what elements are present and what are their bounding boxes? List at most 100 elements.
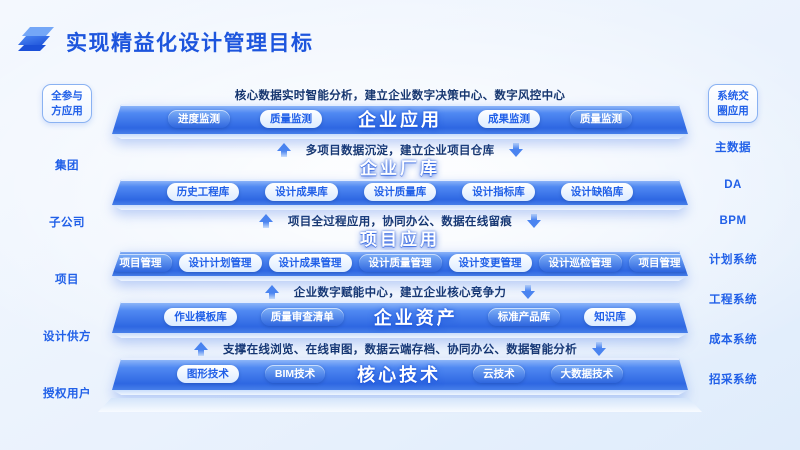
- down-arrow-icon: [526, 214, 542, 228]
- sidebar-item-right: 计划系统: [709, 254, 757, 267]
- sidebar-item-left: 子公司: [49, 217, 85, 230]
- layer-caption: 企业数字赋能中心，建立企业核心竞争力: [293, 287, 507, 299]
- sidebar-item-right: 工程系统: [709, 294, 757, 307]
- up-arrow-icon: [258, 214, 274, 228]
- left-rail-badge-line2: 方应用: [51, 104, 83, 117]
- pill: BIM技术: [264, 365, 326, 383]
- pill: 设计指标库: [462, 183, 535, 201]
- layer-caption: 支撑在线浏览、在线审图，数据云端存档、协同办公、数据智能分析: [223, 344, 577, 356]
- pill: 知识库: [584, 308, 636, 326]
- left-rail-badge: 全参与 方应用: [42, 84, 92, 124]
- base-platform: [98, 398, 702, 412]
- pill: 项目管理: [628, 254, 688, 272]
- up-arrow-icon: [193, 342, 209, 356]
- pill-row: 作业模板库质量审查清单企业资产标准产品库知识库: [164, 301, 636, 333]
- layer-caption-row: 支撑在线浏览、在线审图，数据云端存档、协同办公、数据智能分析: [112, 341, 688, 357]
- pill: 质量审查清单: [260, 308, 344, 326]
- pill: 成果监测: [478, 110, 540, 128]
- pill: 设计巡检管理: [538, 254, 622, 272]
- arrow-tail: [531, 214, 538, 220]
- page-title: 实现精益化设计管理目标: [66, 31, 314, 55]
- layer-title: 企业厂库: [360, 159, 440, 178]
- arrow-head: [276, 143, 291, 151]
- arrow-head: [258, 214, 273, 222]
- layer-caption: 多项目数据沉淀，建立企业项目仓库: [305, 145, 495, 157]
- platform-band: 作业模板库质量审查清单企业资产标准产品库知识库: [112, 301, 688, 333]
- pill-row: 历史工程库 设计成果库 设计质量库 设计指标库 设计缺陷库: [166, 183, 634, 201]
- pill: 设计成果库: [265, 183, 338, 201]
- pill: 设计变更管理: [448, 254, 532, 272]
- up-arrow-icon: [276, 143, 292, 157]
- layer-caption-row: 多项目数据沉淀，建立企业项目仓库: [112, 142, 688, 158]
- arrow-tail: [513, 143, 520, 149]
- layer-title: 企业应用: [358, 110, 442, 130]
- arrow-head: [521, 291, 536, 299]
- sidebar-item-right: 招采系统: [709, 374, 757, 387]
- layer-title: 项目应用: [360, 230, 440, 249]
- platform-edge: [112, 205, 688, 210]
- layer-title: 企业资产: [373, 308, 458, 328]
- arrow-tail: [280, 151, 287, 157]
- pill: 设计质量库: [363, 183, 437, 201]
- arrow-tail: [262, 222, 269, 228]
- up-arrow-icon: [264, 285, 280, 299]
- layer-platform: 进度监测 质量监测 企业应用 成果监测 质量监测: [112, 104, 688, 139]
- sidebar-item-left: 授权用户: [43, 388, 91, 401]
- layer-caption-row: 企业数字赋能中心，建立企业核心竞争力: [112, 284, 688, 300]
- pill: 进度监测: [168, 110, 230, 128]
- pill: 设计成果管理: [268, 254, 352, 272]
- left-rail-items: 集团子公司项目设计供方授权用户: [43, 157, 91, 401]
- pill: 项目管理: [112, 254, 172, 272]
- layer-caption-row: 核心数据实时智能分析，建立企业数字决策中心、数字风控中心: [112, 87, 688, 103]
- right-rail-badge-line2: 圈应用: [717, 104, 749, 117]
- platform-edge: [112, 134, 688, 139]
- down-arrow-icon: [591, 342, 607, 356]
- sidebar-item-left: 集团: [55, 160, 79, 173]
- platform-band: 历史工程库 设计成果库 设计质量库 设计指标库 设计缺陷库: [112, 179, 688, 205]
- layer-caption: 项目全过程应用，协同办公、数据在线留痕: [287, 216, 513, 228]
- sidebar-item-left: 设计供方: [43, 331, 91, 344]
- right-rail-badge-line1: 系统交: [717, 90, 749, 102]
- sidebar-item-right: BPM: [719, 215, 747, 228]
- arrow-head: [194, 342, 208, 350]
- layer-caption-row: 项目全过程应用，协同办公、数据在线留痕: [112, 213, 688, 229]
- arrow-head: [509, 149, 524, 157]
- sidebar-item-right: 主数据: [715, 142, 751, 155]
- pill: 云技术: [473, 365, 525, 383]
- layer-platform: 历史工程库 设计成果库 设计质量库 设计指标库 设计缺陷库: [112, 179, 688, 210]
- arrow-tail: [198, 350, 204, 356]
- platform-edge: [112, 390, 688, 395]
- sidebar-item-right: 成本系统: [709, 334, 757, 347]
- pill: 设计计划管理: [178, 254, 262, 272]
- pill: 作业模板库: [164, 308, 237, 326]
- layer-caption: 核心数据实时智能分析，建立企业数字决策中心、数字风控中心: [234, 90, 566, 102]
- layer-platform: 项目管理设计计划管理设计成果管理设计质量管理设计变更管理设计巡检管理项目管理: [112, 250, 688, 281]
- left-rail-badge-line1: 全参与: [51, 90, 83, 102]
- pill-row: 进度监测 质量监测 企业应用 成果监测 质量监测: [168, 104, 632, 134]
- arrow-head: [592, 348, 606, 356]
- right-rail-badge: 系统交 圈应用: [708, 84, 758, 124]
- header: 实现精益化设计管理目标: [16, 24, 314, 59]
- arrow-tail: [525, 285, 532, 291]
- arrow-tail: [268, 293, 275, 299]
- pill-row: 项目管理设计计划管理设计成果管理设计质量管理设计变更管理设计巡检管理项目管理: [112, 254, 688, 272]
- arrow-head: [527, 220, 542, 228]
- layer-title: 核心技术: [357, 365, 442, 385]
- pill: 设计缺陷库: [560, 183, 634, 201]
- platform-band: 项目管理设计计划管理设计成果管理设计质量管理设计变更管理设计巡检管理项目管理: [112, 250, 688, 276]
- platform-band: 进度监测 质量监测 企业应用 成果监测 质量监测: [112, 104, 688, 134]
- pill: 质量监测: [260, 110, 322, 128]
- logo-icon: [16, 24, 56, 59]
- diagram-stage: 核心数据实时智能分析，建立企业数字决策中心、数字风控中心进度监测 质量监测 企业应用…: [98, 84, 702, 412]
- pill: 质量监测: [570, 110, 632, 128]
- layer-platform: 作业模板库质量审查清单企业资产标准产品库知识库: [112, 301, 688, 338]
- pill: 设计质量管理: [358, 254, 442, 272]
- down-arrow-icon: [520, 285, 536, 299]
- pill: 历史工程库: [166, 183, 240, 201]
- platform-edge: [112, 276, 688, 281]
